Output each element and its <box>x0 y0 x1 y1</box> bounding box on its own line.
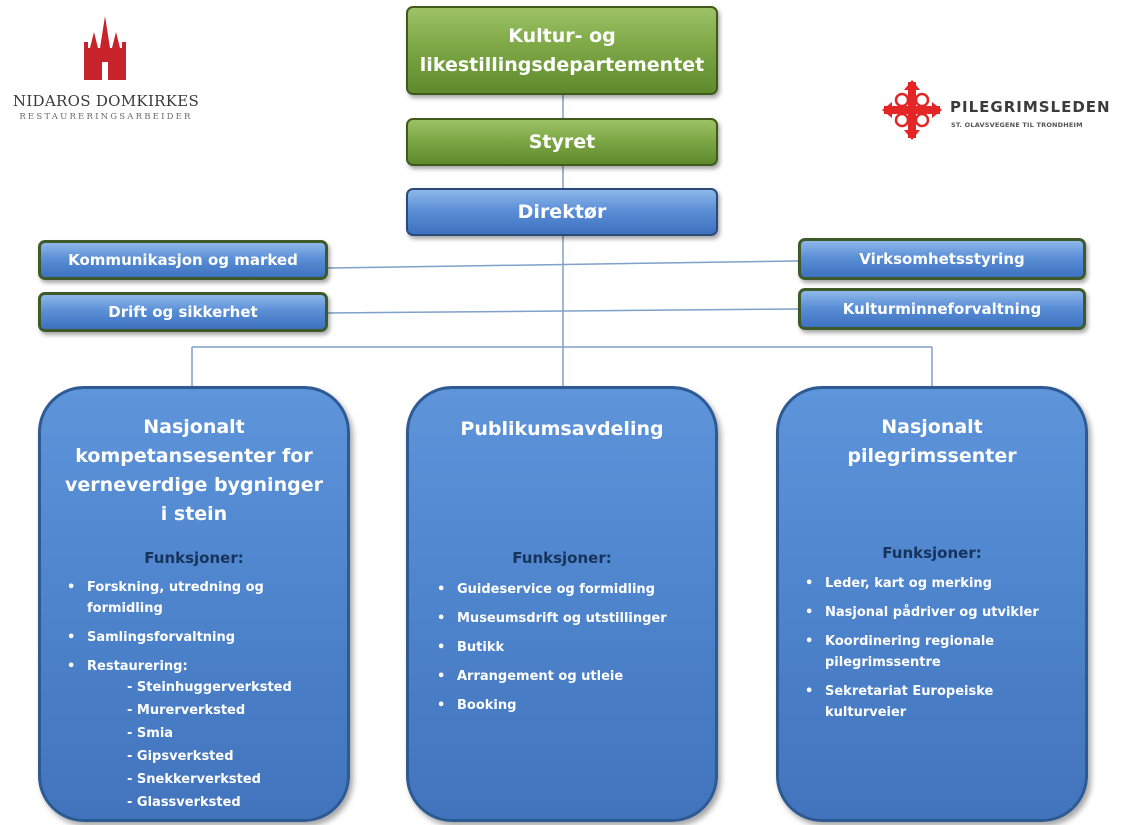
function-item: •Restaurering: - Steinhuggerverksted - M… <box>63 656 323 814</box>
function-item: •Koordinering regionale pilegrimssentre <box>805 634 995 670</box>
staff-communication-label: Kommunikasjon og marked <box>68 251 298 269</box>
function-item: •Booking <box>437 698 517 713</box>
department-public: Publikumsavdeling Funksjoner: •Guideserv… <box>406 386 718 822</box>
function-item-label: Sekretariat Europeiske kulturveier <box>825 684 994 720</box>
cathedral-logo-icon <box>84 16 126 80</box>
functions-heading: Funksjoner: <box>144 549 244 567</box>
function-item: •Nasjonal pådriver og utvikler <box>805 605 1039 620</box>
department-title: Nasjonalt kompetansesenter for verneverd… <box>65 416 323 525</box>
director-label: Direktør <box>517 201 607 223</box>
function-item-label: Samlingsforvaltning <box>87 630 236 645</box>
workshop-item: - Murerverksted <box>127 703 246 718</box>
function-item-label: Guideservice og formidling <box>457 582 655 597</box>
staff-communication-box: Kommunikasjon og marked <box>38 240 328 280</box>
ministry-label: Kultur- og likestillingsdepartementet <box>419 24 705 76</box>
functions-list: •Leder, kart og merking •Nasjonal pådriv… <box>801 573 1069 731</box>
function-item: •Forskning, utredning og formidling <box>67 580 264 616</box>
staff-governance-label: Virksomhetsstyring <box>859 250 1025 268</box>
workshop-item: - Smia <box>127 726 174 741</box>
functions-heading: Funksjoner: <box>512 549 612 567</box>
connector-staff-top <box>327 260 799 269</box>
workshop-item: - Glassverksted <box>127 795 241 810</box>
function-item-label: Koordinering regionale pilegrimssentre <box>825 634 995 670</box>
function-item-label: Arrangement og utleie <box>457 669 624 684</box>
staff-governance-box: Virksomhetsstyring <box>798 238 1086 280</box>
workshop-item: - Snekkerverksted <box>127 772 261 787</box>
function-item: •Leder, kart og merking <box>805 576 992 591</box>
function-item-label: Nasjonal pådriver og utvikler <box>825 605 1039 620</box>
functions-heading: Funksjoner: <box>882 544 982 562</box>
function-item-label: Museumsdrift og utstillinger <box>457 611 667 626</box>
function-item: •Arrangement og utleie <box>437 669 624 684</box>
function-item: •Samlingsforvaltning <box>67 630 236 645</box>
staff-heritage-label: Kulturminneforvaltning <box>842 300 1042 318</box>
function-item-label: Butikk <box>457 640 505 655</box>
function-item-label: Forskning, utredning og formidling <box>87 580 264 616</box>
staff-operations-box: Drift og sikkerhet <box>38 292 328 332</box>
connector-staff-bottom <box>327 308 799 314</box>
function-item: •Guideservice og formidling <box>437 582 655 597</box>
pilgrim-cross-logo-icon <box>882 80 942 140</box>
function-item-label: Restaurering: <box>87 659 188 674</box>
functions-list: •Guideservice og formidling •Museumsdrif… <box>433 579 703 724</box>
nidaros-logo: NIDAROS DOMKIRKES RESTAURERINGSARBEIDER <box>6 92 206 122</box>
nidaros-logo-name: NIDAROS DOMKIRKES <box>12 92 200 110</box>
workshop-item: - Steinhuggerverksted <box>127 680 292 695</box>
board-box: Styret <box>406 118 718 166</box>
pilegrimsleden-logo-name: PILEGRIMSLEDEN <box>950 98 1111 116</box>
department-title: Nasjonalt pilegrimssenter <box>847 416 1017 467</box>
ministry-box: Kultur- og likestillingsdepartementet <box>406 6 718 95</box>
function-item: •Museumsdrift og utstillinger <box>437 611 667 626</box>
department-title: Publikumsavdeling <box>460 418 664 440</box>
director-box: Direktør <box>406 188 718 236</box>
function-item: •Butikk <box>437 640 505 655</box>
board-label: Styret <box>528 131 596 153</box>
workshop-list: - Steinhuggerverksted - Murerverksted - … <box>87 677 323 814</box>
functions-list: •Forskning, utredning og formidling •Sam… <box>63 577 323 822</box>
staff-operations-label: Drift og sikkerhet <box>108 303 258 321</box>
nidaros-logo-subtitle: RESTAURERINGSARBEIDER <box>19 112 193 122</box>
function-item-label: Leder, kart og merking <box>825 576 992 591</box>
staff-heritage-box: Kulturminneforvaltning <box>798 288 1086 330</box>
function-item-label: Booking <box>457 698 517 713</box>
pilegrimsleden-logo-subtitle: ST. OLAVSVEGENE TIL TRONDHEIM <box>951 121 1083 129</box>
function-item: •Sekretariat Europeiske kulturveier <box>805 684 994 720</box>
workshop-item: - Gipsverksted <box>127 749 234 764</box>
department-competence-centre: Nasjonalt kompetansesenter for verneverd… <box>38 386 350 822</box>
department-pilgrim-centre: Nasjonalt pilegrimssenter Funksjoner: •L… <box>776 386 1088 822</box>
